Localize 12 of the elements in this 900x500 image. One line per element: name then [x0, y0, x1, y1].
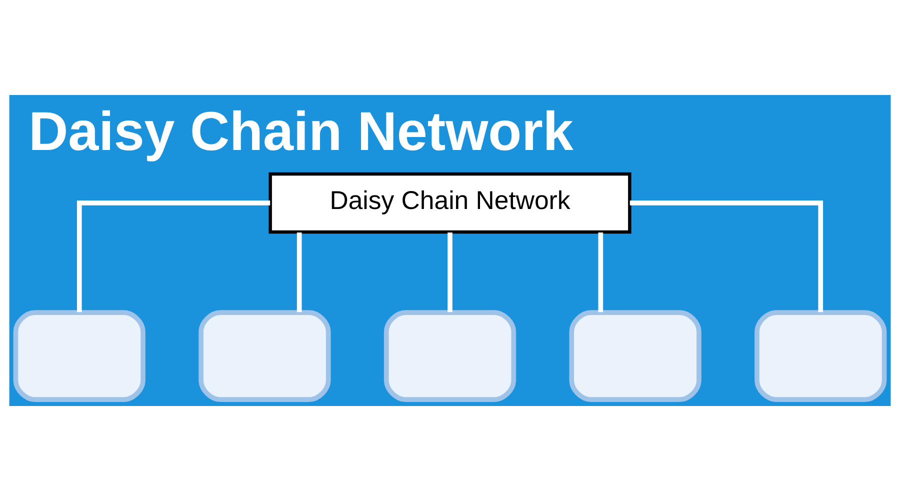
node-box: Daisy Chain Network: [268, 172, 632, 234]
connector: [630, 200, 824, 312]
diagram-title: Daisy Chain Network: [28, 100, 574, 162]
connector: [598, 232, 604, 312]
connector: [76, 200, 270, 312]
node-monitor: [569, 310, 702, 402]
node-monitor: [754, 310, 887, 402]
node-monitor: [198, 310, 331, 402]
node-monitor: [13, 310, 146, 402]
node-monitor: [384, 310, 516, 402]
connector: [448, 232, 452, 312]
connector: [296, 232, 302, 312]
